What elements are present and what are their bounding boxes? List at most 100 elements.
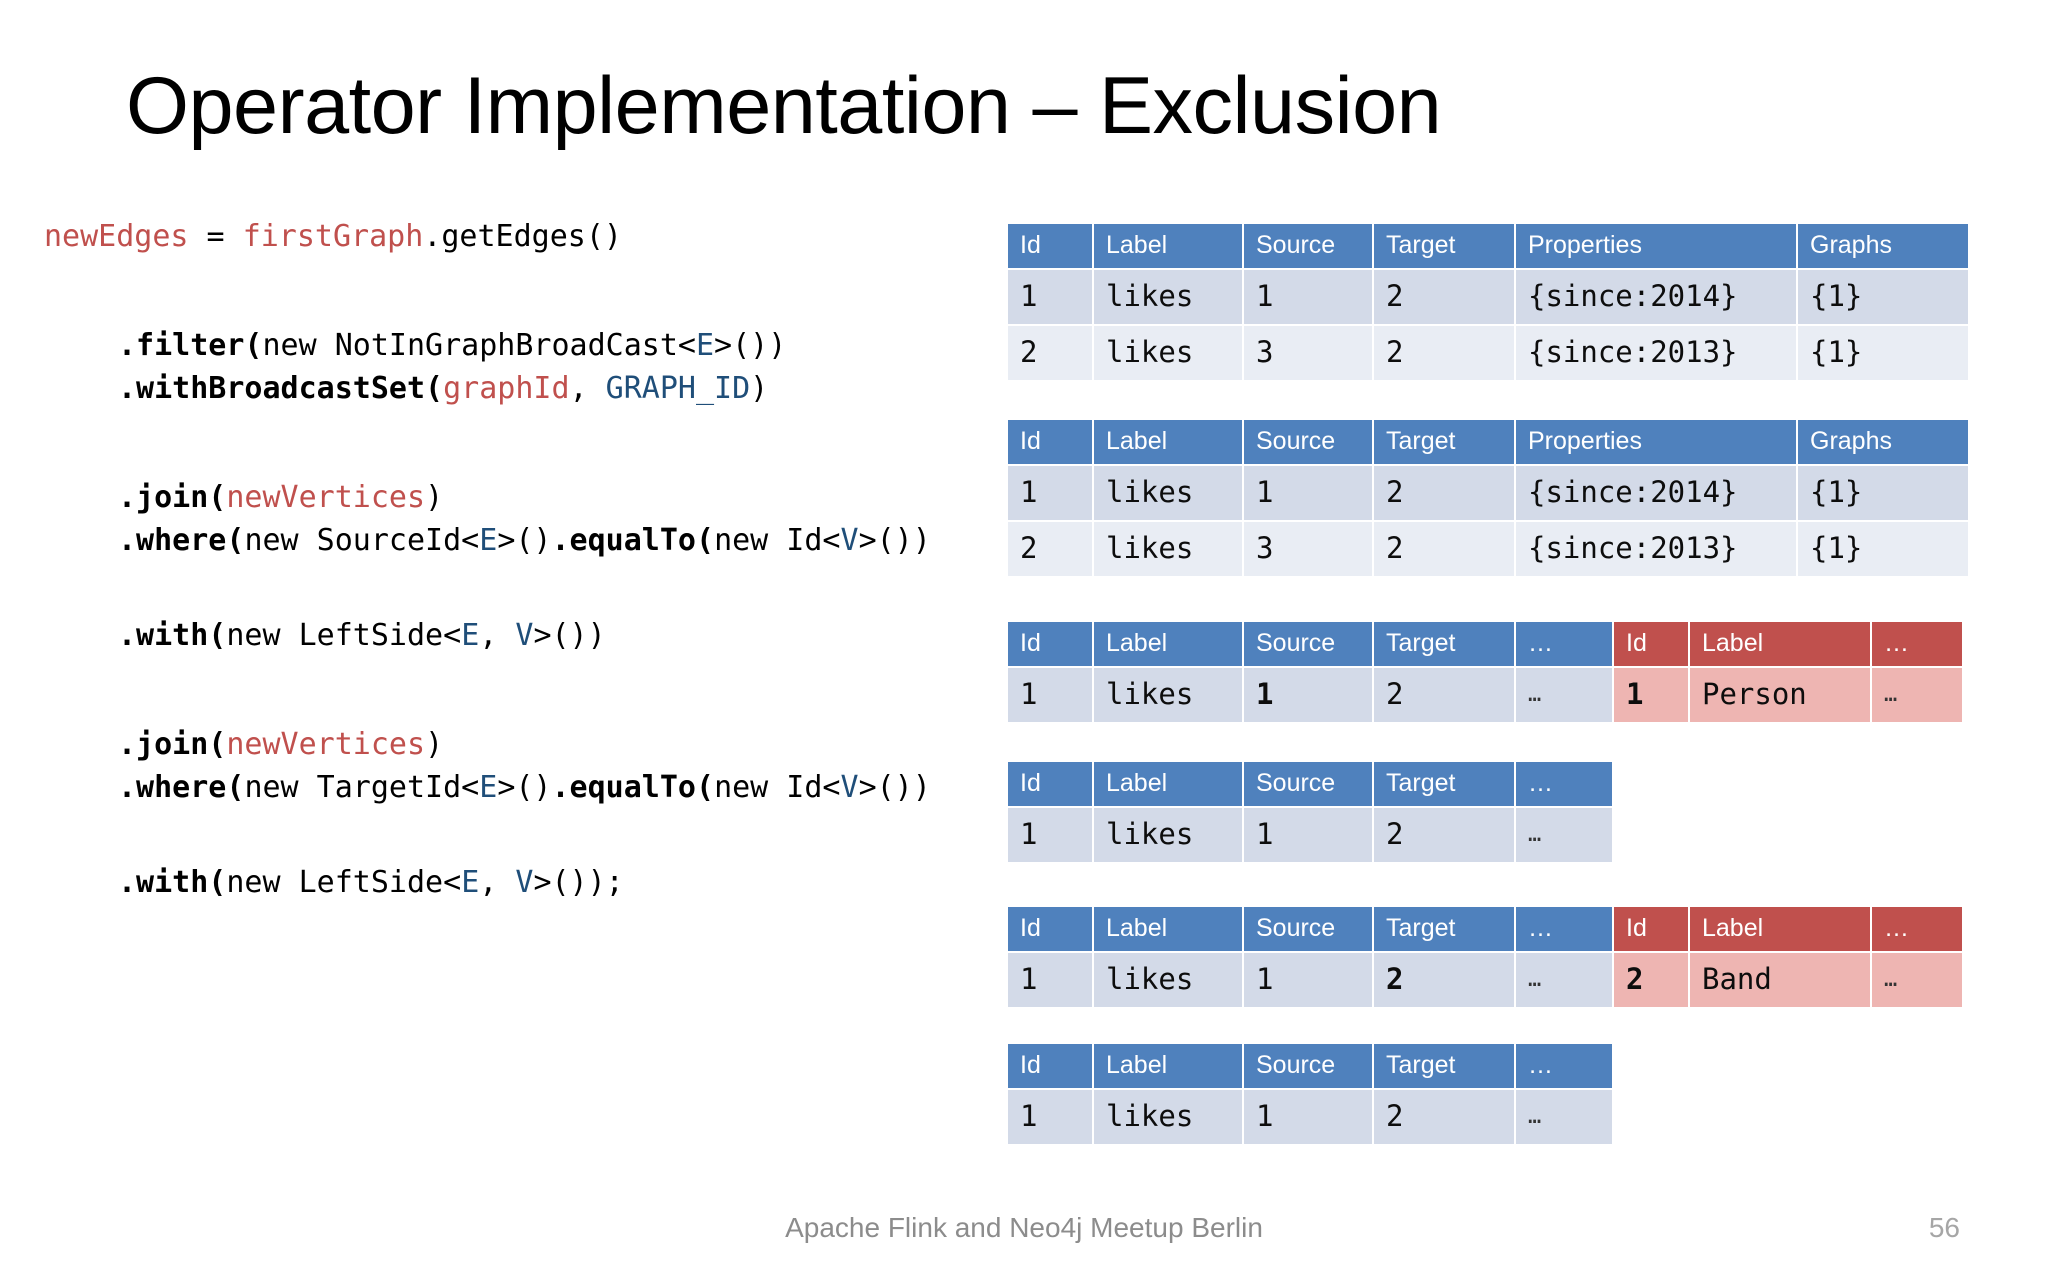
cell-label: likes [1094, 1090, 1242, 1144]
col-header-source: Source [1244, 1044, 1372, 1088]
cell-label: likes [1094, 668, 1242, 722]
col-header-right-label: Label [1690, 907, 1870, 951]
col-header-label: Label [1094, 762, 1242, 806]
table-header-row: Id Label Source Target … [1008, 1044, 1612, 1088]
col-header-graphs: Graphs [1798, 224, 1968, 268]
table-header-row: Id Label Source Target … [1008, 762, 1612, 806]
col-header-target: Target [1374, 1044, 1514, 1088]
code-token-plain: = [188, 219, 243, 254]
cell-graphs: {1} [1798, 522, 1968, 576]
col-header-target: Target [1374, 907, 1514, 951]
col-header-id: Id [1008, 224, 1092, 268]
cell-properties: {since:2013} [1516, 326, 1796, 380]
cell-ellipsis: … [1516, 808, 1612, 862]
cell-graphs: {1} [1798, 466, 1968, 520]
cell-source: 1 [1244, 953, 1372, 1007]
col-header-label: Label [1094, 907, 1242, 951]
col-header-source: Source [1244, 420, 1372, 464]
cell-target: 2 [1374, 522, 1514, 576]
code-token-meth: .withBroadcastSet( [118, 371, 444, 406]
cell-source: 1 [1244, 1090, 1372, 1144]
cell-right-ellipsis: … [1872, 953, 1962, 1007]
col-header-ellipsis: … [1516, 622, 1612, 666]
code-spacer [0, 657, 1000, 723]
code-line: .with(new LeftSide<E, V>()); [0, 861, 1000, 904]
table-header-row: Id Label Source Target … Id Label … [1008, 622, 1962, 666]
code-token-plain: , [479, 865, 516, 900]
col-header-label: Label [1094, 420, 1242, 464]
col-header-target: Target [1374, 420, 1514, 464]
table-row: 1 likes 1 2 … 1 Person … [1008, 668, 1962, 722]
table-edges-source: Id Label Source Target Properties Graphs… [1006, 222, 1970, 382]
col-header-target: Target [1374, 762, 1514, 806]
table-row: 1 likes 1 2 … [1008, 808, 1612, 862]
cell-target: 2 [1374, 466, 1514, 520]
col-header-label: Label [1094, 1044, 1242, 1088]
code-token-meth: .with( [118, 865, 227, 900]
code-line: .where(new SourceId<E>().equalTo(new Id<… [0, 519, 1000, 562]
cell-right-ellipsis: … [1872, 668, 1962, 722]
col-header-id: Id [1008, 420, 1092, 464]
table-header-row: Id Label Source Target Properties Graphs [1008, 420, 1968, 464]
code-token-plain: .getEdges() [423, 219, 622, 254]
col-header-source: Source [1244, 762, 1372, 806]
code-spacer [0, 410, 1000, 476]
page-number: 56 [1928, 1212, 1960, 1243]
table-leftside-target: Id Label Source Target … 1 likes 1 2 … [1006, 1042, 1614, 1146]
cell-target: 2 [1374, 270, 1514, 324]
col-header-graphs: Graphs [1798, 420, 1968, 464]
table-row: 2 likes 3 2 {since:2013} {1} [1008, 326, 1968, 380]
col-header-target: Target [1374, 622, 1514, 666]
cell-right-label: Band [1690, 953, 1870, 1007]
cell-ellipsis: … [1516, 1090, 1612, 1144]
col-header-label: Label [1094, 224, 1242, 268]
col-header-right-label: Label [1690, 622, 1870, 666]
col-header-label: Label [1094, 622, 1242, 666]
col-header-source: Source [1244, 907, 1372, 951]
code-spacer [0, 258, 1000, 324]
code-token-meth: .filter( [118, 328, 263, 363]
code-token-var: newEdges [44, 219, 189, 254]
cell-source: 1 [1244, 466, 1372, 520]
code-token-plain: >() [497, 523, 552, 558]
col-header-source: Source [1244, 224, 1372, 268]
table-leftside-source: Id Label Source Target … 1 likes 1 2 … [1006, 760, 1614, 864]
cell-label: likes [1094, 808, 1242, 862]
cell-source: 1 [1244, 270, 1372, 324]
col-header-source: Source [1244, 622, 1372, 666]
code-line: .filter(new NotInGraphBroadCast<E>()) [0, 324, 1000, 367]
code-token-gen: E [479, 770, 498, 805]
code-token-meth: .with( [118, 618, 227, 653]
code-spacer [0, 809, 1000, 861]
code-token-plain: new SourceId< [244, 523, 480, 558]
table-join-target-id: Id Label Source Target … Id Label … 1 li… [1006, 905, 1964, 1009]
code-token-meth: .where( [118, 523, 245, 558]
code-token-plain: new NotInGraphBroadCast< [262, 328, 696, 363]
code-token-meth: .where( [118, 770, 245, 805]
code-token-gen: V [840, 523, 859, 558]
col-header-right-ellipsis: … [1872, 622, 1962, 666]
code-token-gen: GRAPH_ID [605, 371, 751, 406]
cell-id: 1 [1008, 466, 1092, 520]
col-header-id: Id [1008, 907, 1092, 951]
cell-label: likes [1094, 953, 1242, 1007]
code-token-plain: >()); [533, 865, 624, 900]
cell-properties: {since:2014} [1516, 270, 1796, 324]
cell-id: 2 [1008, 522, 1092, 576]
cell-label: likes [1094, 522, 1242, 576]
cell-target: 2 [1374, 326, 1514, 380]
cell-id: 1 [1008, 270, 1092, 324]
code-token-gen: E [695, 328, 715, 363]
code-token-var: graphId [443, 371, 570, 406]
code-token-meth: .join( [118, 480, 227, 515]
code-line: .with(new LeftSide<E, V>()) [0, 614, 1000, 657]
code-token-plain: >()) [858, 770, 931, 805]
code-token-gen: E [461, 865, 480, 900]
table-edges-filtered: Id Label Source Target Properties Graphs… [1006, 418, 1970, 578]
code-token-var: newVertices [226, 480, 426, 515]
table-header-row: Id Label Source Target Properties Graphs [1008, 224, 1968, 268]
col-header-right-id: Id [1614, 622, 1688, 666]
col-header-ellipsis: … [1516, 762, 1612, 806]
col-header-id: Id [1008, 1044, 1092, 1088]
code-block: newEdges = firstGraph.getEdges().filter(… [0, 215, 1000, 904]
